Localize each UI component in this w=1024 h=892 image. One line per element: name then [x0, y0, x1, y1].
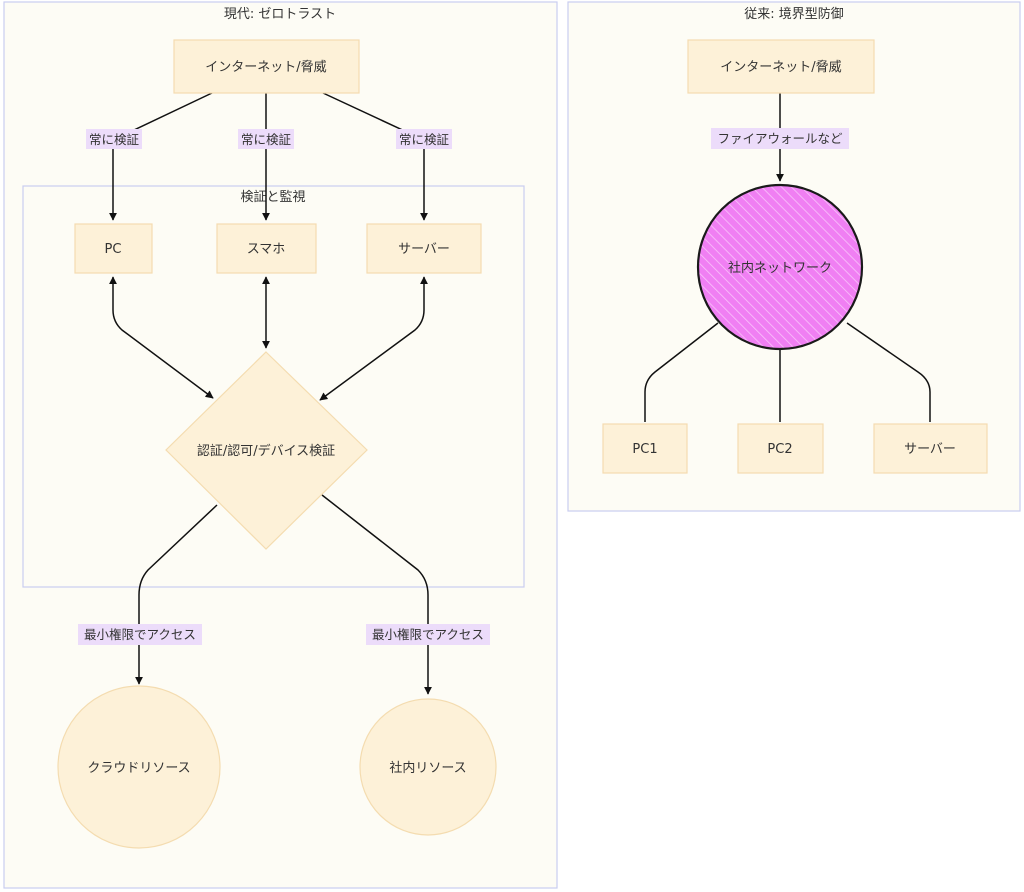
- perimeter-nodes: インターネット/脅威 社内ネットワーク PC1 PC2 サーバー: [602, 39, 988, 474]
- node-smartphone: スマホ: [216, 223, 317, 274]
- edge-label-access-cloud: 最小権限でアクセス: [84, 627, 196, 642]
- perimeter-title: 従来: 境界型防御: [744, 6, 844, 22]
- edge-label-verify-pc: 常に検証: [89, 132, 140, 147]
- edge-auth-cloud: [135, 504, 218, 685]
- node-perimeter-internet-label: インターネット/脅威: [720, 60, 841, 75]
- node-internal-resource: 社内リソース: [359, 698, 497, 836]
- edge-label-verify-smartphone: 常に検証: [241, 132, 292, 147]
- edge-label-verify-server: 常に検証: [399, 132, 450, 147]
- zerotrust-nodes: インターネット/脅威 PC スマホ サーバー 認証/認可/デバイス検証 クラウド…: [57, 39, 497, 849]
- node-perimeter-internet: インターネット/脅威: [687, 39, 875, 94]
- node-cloud-resource: クラウドリソース: [57, 685, 221, 849]
- edge-server-auth: [319, 276, 428, 401]
- perimeter-edges: [644, 93, 931, 422]
- node-auth-decision-label: 認証/認可/デバイス検証: [197, 443, 335, 459]
- node-auth-decision: 認証/認可/デバイス検証: [165, 351, 368, 550]
- verify-monitor-title: 検証と監視: [240, 189, 305, 205]
- node-internal-network: 社内ネットワーク: [696, 183, 864, 351]
- node-pc-label: PC: [105, 242, 122, 257]
- zerotrust-title: 現代: ゼロトラスト: [224, 7, 336, 22]
- node-pc1: PC1: [602, 423, 688, 474]
- edge-network-server: [846, 322, 931, 422]
- node-cloud-resource-label: クラウドリソース: [87, 761, 190, 776]
- edge-label-access-internal: 最小権限でアクセス: [372, 627, 484, 642]
- edge-pc-auth: [109, 276, 214, 399]
- edge-auth-internal: [321, 494, 432, 695]
- node-internet-threat-label: インターネット/脅威: [205, 60, 326, 75]
- edge-label-firewall: ファイアウォールなど: [717, 131, 843, 146]
- node-internal-network-label: 社内ネットワーク: [728, 260, 832, 276]
- zerotrust-edge-labels: 常に検証 常に検証 常に検証 最小権限でアクセス 最小権限でアクセス: [78, 129, 490, 645]
- node-perimeter-server-label: サーバー: [904, 442, 956, 457]
- node-server: サーバー: [366, 223, 482, 274]
- node-server-label: サーバー: [398, 242, 450, 257]
- node-internet-threat: インターネット/脅威: [173, 39, 360, 94]
- node-internal-resource-label: 社内リソース: [389, 760, 466, 776]
- node-perimeter-server: サーバー: [873, 423, 988, 474]
- node-smartphone-label: スマホ: [247, 242, 286, 257]
- perimeter-edge-labels: ファイアウォールなど: [711, 128, 849, 149]
- node-pc2-label: PC2: [767, 442, 792, 457]
- node-pc1-label: PC1: [632, 442, 657, 457]
- edge-network-pc1: [644, 322, 719, 422]
- node-pc2: PC2: [737, 423, 824, 474]
- node-pc: PC: [74, 223, 153, 274]
